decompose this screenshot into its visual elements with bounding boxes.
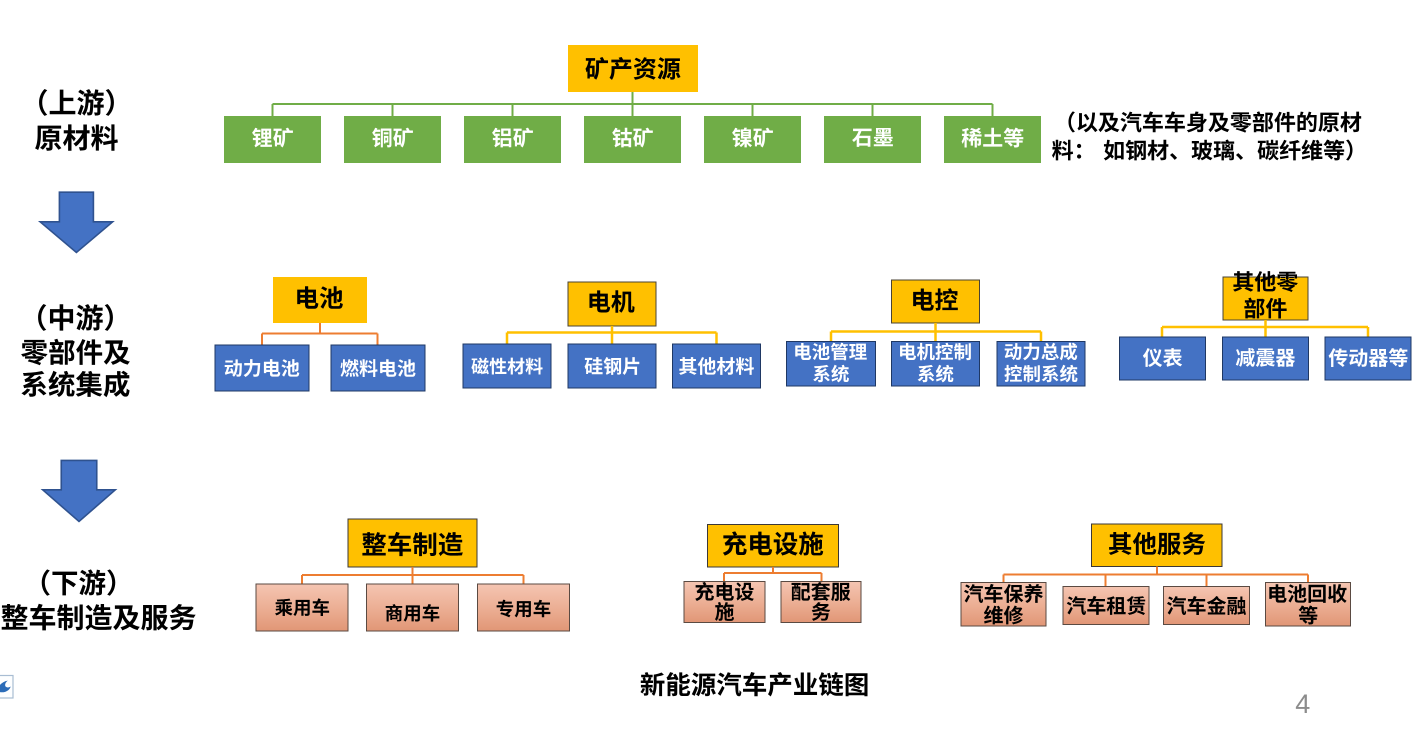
svg-text:4: 4: [1295, 689, 1310, 719]
